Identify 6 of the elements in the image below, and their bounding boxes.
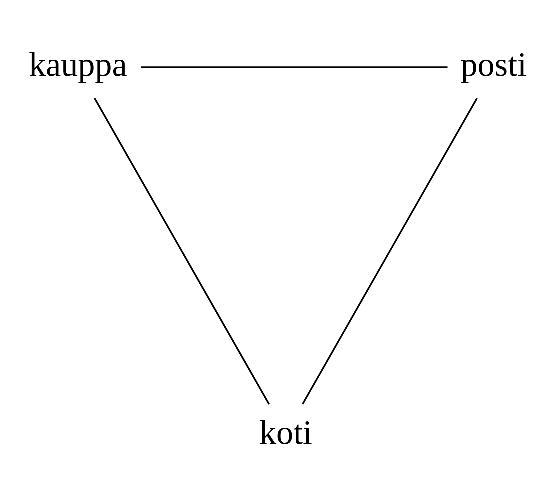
connector xyxy=(94,98,270,405)
node-text: posti xyxy=(460,47,528,84)
connector xyxy=(302,98,478,405)
node-text: kauppa xyxy=(28,47,128,84)
node-text: koti xyxy=(260,415,313,452)
connector xyxy=(141,66,448,68)
